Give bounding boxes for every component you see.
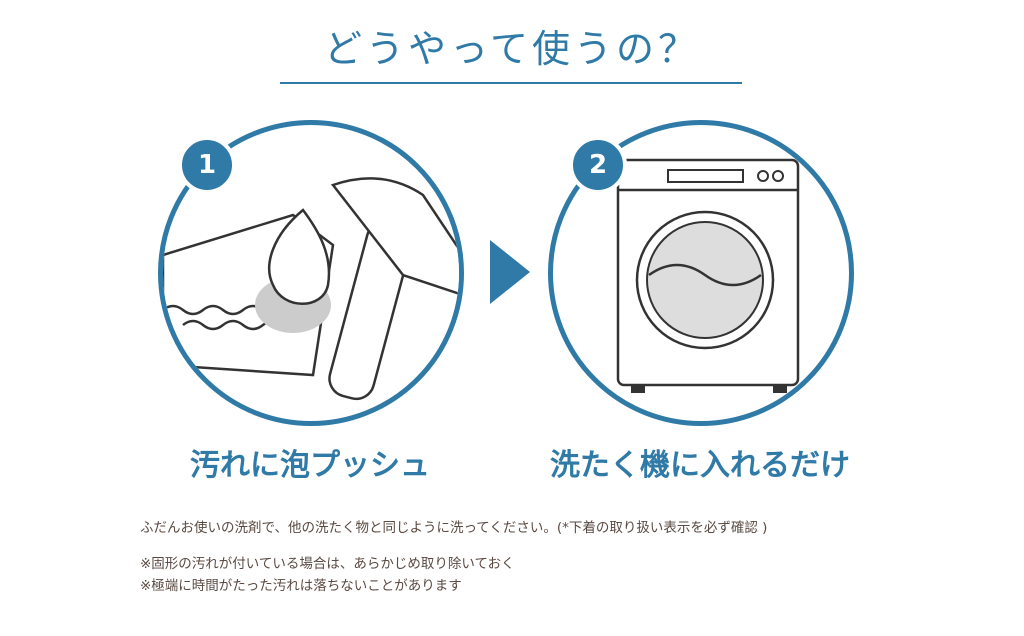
next-arrow-icon	[490, 240, 530, 304]
usage-note: ふだんお使いの洗剤で、他の洗たく物と同じように洗ってください。(*下着の取り扱い…	[140, 520, 768, 536]
caution-note-2: ※極端に時間がたった汚れは落ちないことがあります	[140, 578, 462, 594]
step-1-badge: 1	[178, 136, 236, 194]
page-title: どうやって使うの？	[323, 27, 701, 71]
step-1-caption: 汚れに泡プッシュ	[190, 448, 430, 483]
step-2-caption: 洗たく機に入れるだけ	[550, 448, 850, 483]
washing-machine-icon	[616, 158, 800, 393]
step-1-illustration	[158, 120, 464, 426]
title-underline	[280, 82, 742, 84]
caution-note-1: ※固形の汚れが付いている場合は、あらかじめ取り除いておく	[140, 556, 515, 572]
spray-on-stain-icon	[163, 177, 459, 401]
step-2-badge: 2	[569, 136, 627, 194]
